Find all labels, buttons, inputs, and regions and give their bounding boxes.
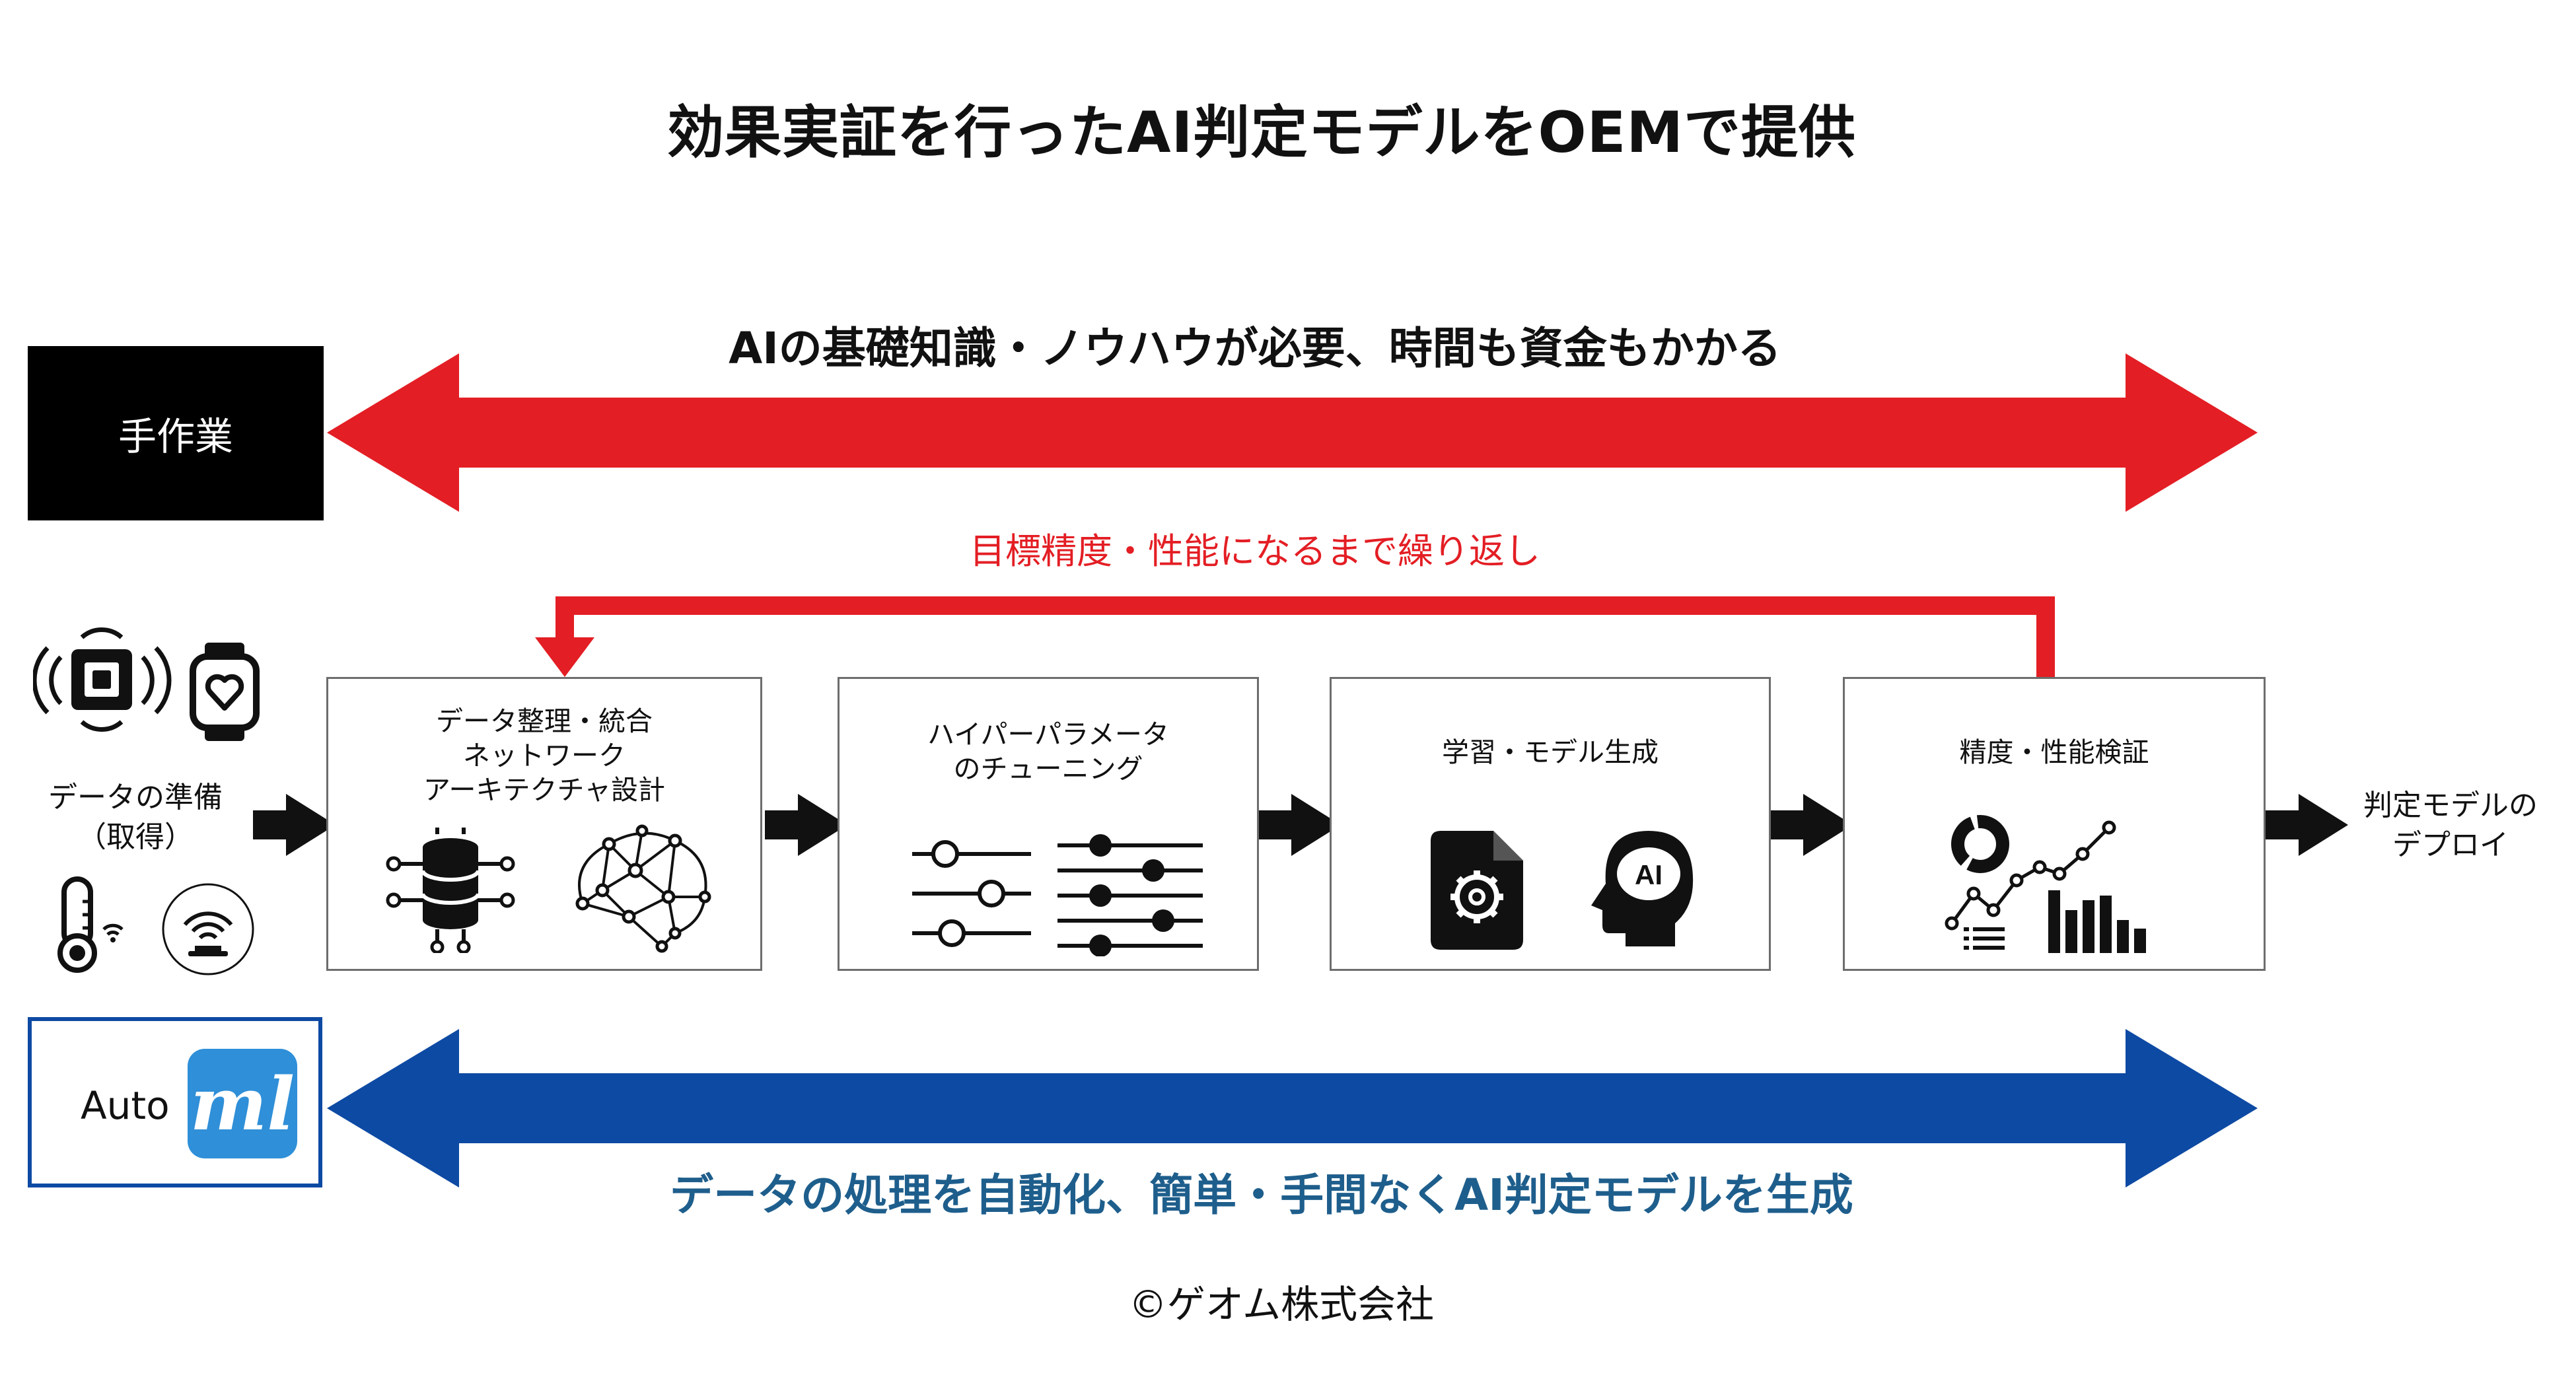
deploy-line2: デプロイ [2392,828,2509,862]
automl-ml-badge: ml [188,1049,297,1158]
sliders-filled-icon [1057,834,1203,956]
data-prep-label: データの準備 （取得） [26,778,244,857]
deploy-label: 判定モデルの デプロイ [2348,786,2553,865]
step-box-hyperparameter: ハイパーパラメータ のチューニング [838,677,1259,971]
deploy-line1: 判定モデルの [2363,789,2538,822]
loop-caption: 目標精度・性能になるまで繰り返し [970,530,1540,572]
connector-arrow [253,794,336,856]
manual-work-label-text: 手作業 [118,414,233,459]
automl-arrow-caption: データの処理を自動化、簡単・手間なくAI判定モデルを生成 [670,1170,1853,1221]
step-box-evaluation-label: 精度・性能検証 [1845,735,2264,769]
step-box-data-network-label: データ整理・統合 ネットワーク アーキテクチャ設計 [328,704,760,807]
step-box-training: 学習・モデル生成 AI [1330,677,1771,971]
connector-arrow [2266,794,2348,856]
loop-arrow-head [535,637,594,677]
step-box-data-network: データ整理・統合 ネットワーク アーキテクチャ設計 [326,677,762,971]
connector-arrow [1770,794,1853,856]
ai-brain-text: AI [1635,859,1663,890]
thermometer-wifi-icon [57,876,124,973]
model-file-gear-icon [1431,831,1523,950]
manual-double-arrow [327,353,2258,512]
step1-line2: ネットワーク [463,740,626,771]
analytics-charts-icon [1945,815,2146,953]
copyright: ©ゲオム株式会社 [1128,1282,1435,1327]
manual-arrow-caption: AIの基礎知識・ノウハウが必要、時間も資金もかかる [729,323,1781,374]
page-title: 効果実証を行ったAI判定モデルをOEMで提供 [667,100,1856,166]
data-prep-line1: データの準備 [48,781,223,814]
step3-line1: 学習・モデル生成 [1442,736,1659,768]
step1-line3: アーキテクチャ設計 [423,774,666,806]
smartwatch-heart-icon [190,643,260,741]
connector-arrow [765,794,847,856]
step-box-training-label: 学習・モデル生成 [1332,735,1769,769]
smart-speaker-icon [162,883,254,975]
ai-brain-head-icon: AI [1591,831,1694,946]
automl-word: Auto [81,1083,170,1128]
step4-line1: 精度・性能検証 [1959,736,2149,768]
loop-arrow-line [555,596,2055,677]
sliders-outline-icon [912,840,1031,947]
step2-line1: ハイパーパラメータ [927,719,1169,750]
sensor-device-icon [33,627,172,732]
neural-brain-icon [575,824,711,953]
automl-double-arrow [327,1029,2258,1187]
automl-ml-badge-text: ml [190,1061,295,1147]
step1-line1: データ整理・統合 [436,705,653,737]
manual-work-label: 手作業 [28,346,324,520]
step-box-evaluation: 精度・性能検証 [1843,677,2266,971]
connector-arrow [1258,794,1341,856]
data-prep-line2: （取得） [77,820,194,854]
step-box-hyperparameter-label: ハイパーパラメータ のチューニング [840,717,1257,786]
step2-line2: のチューニング [953,753,1143,785]
automl-logo-box: Auto ml [28,1017,322,1187]
database-network-icon [386,828,515,953]
